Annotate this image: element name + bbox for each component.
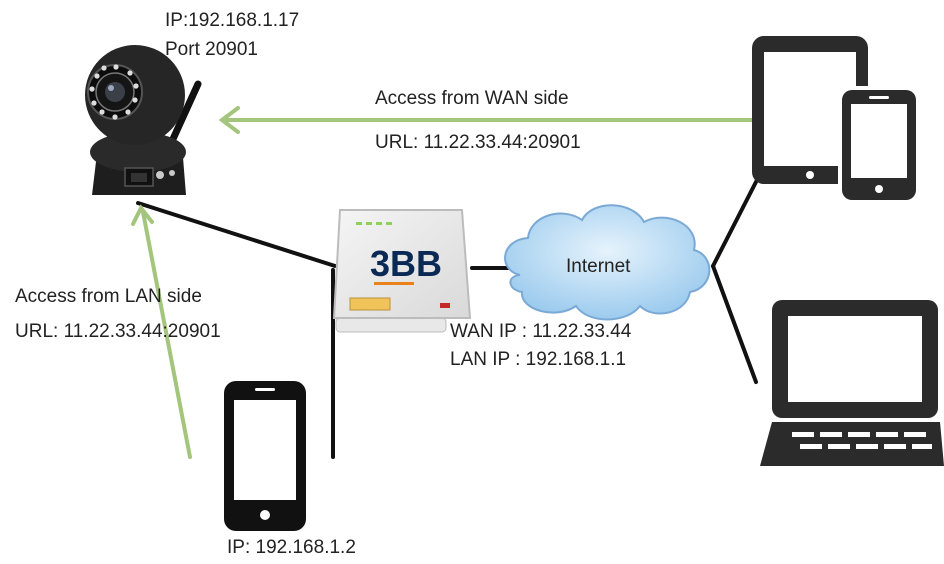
camera-port-label: Port 20901	[165, 39, 258, 60]
camera-router-link	[136, 201, 337, 268]
ip-camera-icon	[85, 45, 202, 195]
internet-cloud: Internet	[504, 204, 711, 321]
router-lan-ip-label: LAN IP : 192.168.1.1	[450, 349, 627, 370]
lan-smartphone-icon	[224, 381, 306, 531]
router-brand-logo: 3BB	[370, 243, 442, 284]
wan-arrow-head	[218, 106, 240, 134]
cloud-label: Internet	[566, 256, 631, 277]
router-wan-ip-label: WAN IP : 11.22.33.44	[450, 321, 632, 342]
wan-smartphone-icon	[838, 86, 920, 202]
lan-arrow-head	[131, 204, 154, 226]
access-arrows	[131, 106, 762, 459]
router-icon: 3BB	[332, 209, 472, 333]
laptop-icon	[760, 300, 944, 466]
wan-access-title: Access from WAN side	[375, 88, 569, 109]
lan-access-url: URL: 11.22.33.44:20901	[15, 321, 221, 342]
cloud-laptop-link	[711, 264, 758, 384]
camera-ip-label: IP:192.168.1.17	[165, 10, 300, 31]
lan-access-title: Access from LAN side	[15, 286, 202, 307]
wan-access-url: URL: 11.22.33.44:20901	[375, 132, 581, 153]
lan-phone-ip-label: IP: 192.168.1.2	[227, 537, 356, 558]
lan-access-arrow	[141, 210, 192, 459]
network-links	[136, 176, 760, 459]
cloud-tablet-link	[711, 176, 760, 268]
